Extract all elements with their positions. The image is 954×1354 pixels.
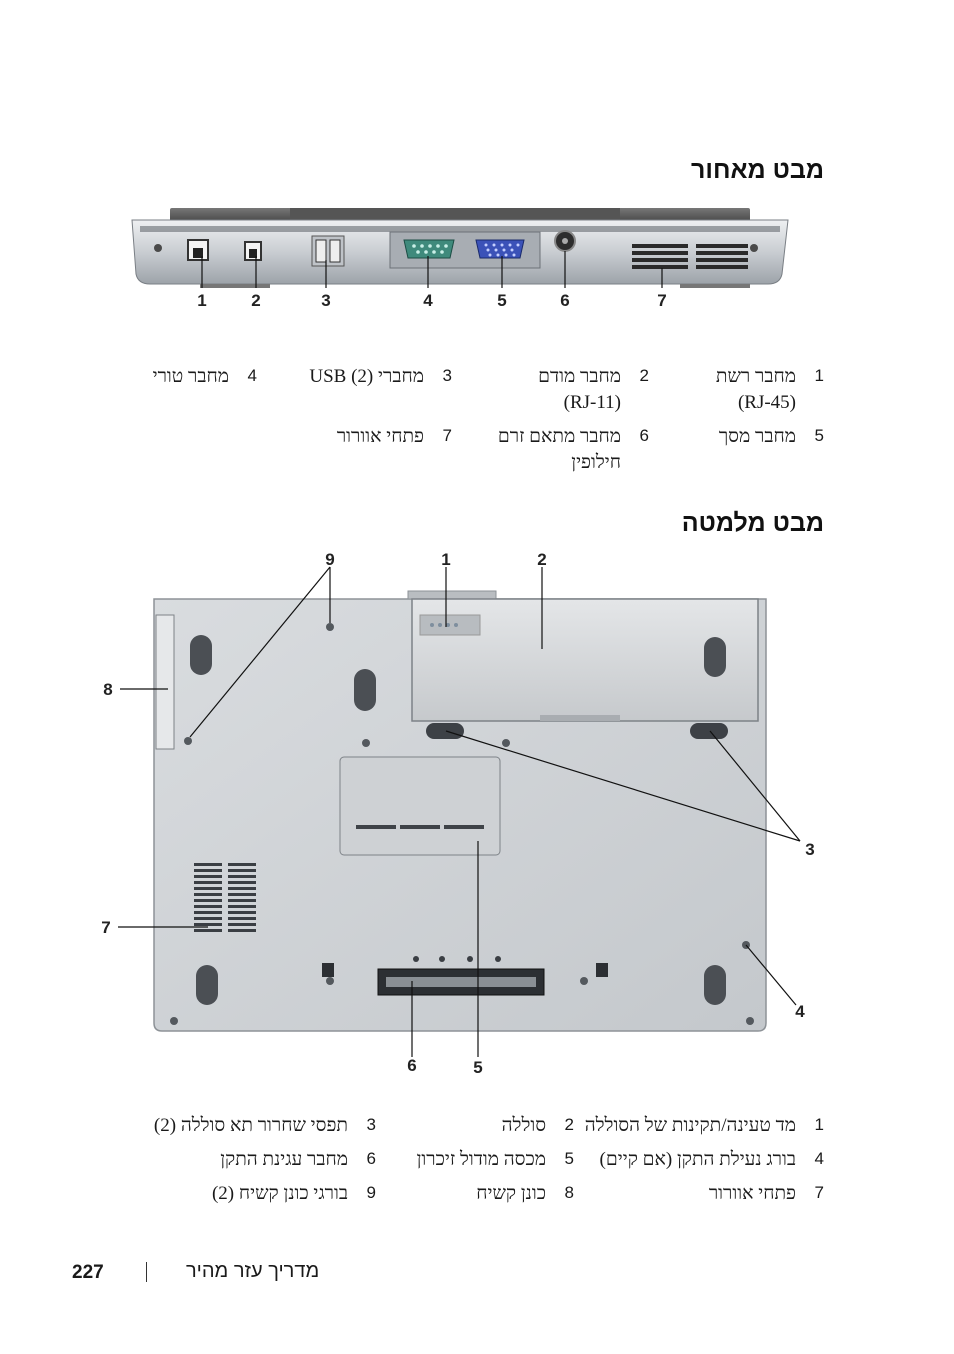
- legend-item: 7 פתחי אוורור: [282, 424, 452, 450]
- back-callout-3: 3: [321, 291, 331, 310]
- legend-number: 1: [814, 366, 824, 385]
- footer-title: מדריך עזר מהיר: [186, 1260, 320, 1282]
- legend-text: פתחי אוורור: [708, 1183, 796, 1204]
- back-callout-5: 5: [497, 291, 507, 310]
- legend-number: 2: [564, 1115, 574, 1134]
- legend-text: סוללה: [501, 1115, 546, 1136]
- legend-item: 2 מחבר מודם (RJ-11): [469, 364, 649, 416]
- bottom-callout-7: 7: [101, 918, 111, 937]
- back-callout-4: 4: [423, 291, 433, 310]
- legend-text: מחבר מודם (RJ-11): [538, 366, 621, 413]
- bottom-view-legend: 1 מד טעינה/תקינות של הסוללה 2 סוללה 3 תפ…: [124, 1113, 824, 1213]
- legend-text: מחבר רשת (RJ-45): [715, 366, 796, 413]
- legend-text: פתחי אוורור: [336, 426, 424, 447]
- legend-item: 4 מחבר טורי: [127, 364, 257, 390]
- legend-number: 5: [564, 1149, 574, 1168]
- legend-text: מחבר מתאם זרם חילופין: [497, 426, 621, 473]
- legend-text: בורג נעילת התקן (אם קיים): [599, 1149, 796, 1170]
- legend-text: מחבר טורי: [152, 366, 229, 387]
- legend-number: 7: [814, 1183, 824, 1202]
- legend-item: 5 מכסה מודול זיכרון: [374, 1147, 574, 1173]
- laptop-bottom-view-illustration: 9 1 2 8 3 7 4 6 5: [90, 545, 830, 1085]
- legend-text: תפסי שחרור תא סוללה (2): [153, 1115, 348, 1136]
- bottom-callout-6: 6: [407, 1056, 417, 1075]
- legend-item: 8 כונן קשיח: [374, 1181, 574, 1207]
- legend-item: 2 סוללה: [374, 1113, 574, 1139]
- bottom-callout-9: 9: [325, 550, 335, 569]
- bottom-view-heading: מבט מלמטה: [681, 509, 824, 537]
- back-callout-7: 7: [657, 291, 667, 310]
- legend-item: 3 תפסי שחרור תא סוללה (2): [126, 1113, 376, 1139]
- legend-number: 2: [639, 366, 649, 385]
- footer-divider: [146, 1262, 147, 1282]
- legend-number: 9: [366, 1183, 376, 1202]
- legend-text: בורגי כונן קשיח (2): [211, 1183, 348, 1204]
- legend-item: 1 מחבר רשת (RJ-45): [649, 364, 824, 416]
- bottom-callout-4: 4: [795, 1002, 805, 1021]
- legend-item: 3 מחברי USB (2): [282, 364, 452, 390]
- bottom-callout-2: 2: [537, 550, 547, 569]
- legend-text: מכסה מודול זיכרון: [416, 1149, 546, 1170]
- bottom-callout-5: 5: [473, 1058, 483, 1077]
- back-callout-1: 1: [197, 291, 207, 310]
- bottom-callout-8: 8: [103, 680, 113, 699]
- legend-item: 7 פתחי אוורור: [574, 1181, 824, 1207]
- legend-text: כונן קשיח: [476, 1183, 546, 1204]
- legend-number: 4: [247, 366, 257, 385]
- legend-item: 5 מחבר מסך: [649, 424, 824, 450]
- legend-number: 8: [564, 1183, 574, 1202]
- legend-number: 3: [442, 366, 452, 385]
- legend-item: 6 מחבר מתאם זרם חילופין: [469, 424, 649, 476]
- bottom-callout-1: 1: [441, 550, 451, 569]
- back-view-heading: מבט מאחור: [691, 156, 824, 184]
- legend-item: 1 מד טעינה/תקינות של הסוללה: [574, 1113, 824, 1139]
- legend-number: 1: [814, 1115, 824, 1134]
- legend-text: מד טעינה/תקינות של הסוללה: [584, 1115, 796, 1136]
- legend-text: מחבר מסך: [718, 426, 796, 447]
- legend-item: 4 בורג נעילת התקן (אם קיים): [574, 1147, 824, 1173]
- legend-text: מחברי USB (2): [309, 366, 424, 387]
- legend-item: 6 מחבר עגינת התקן: [126, 1147, 376, 1173]
- back-callout-2: 2: [251, 291, 261, 310]
- legend-number: 3: [366, 1115, 376, 1134]
- legend-text: מחבר עגינת התקן: [220, 1149, 348, 1170]
- legend-item: 9 בורגי כונן קשיח (2): [126, 1181, 376, 1207]
- legend-number: 6: [639, 426, 649, 445]
- legend-number: 5: [814, 426, 824, 445]
- legend-number: 7: [442, 426, 452, 445]
- legend-number: 4: [814, 1149, 824, 1168]
- bottom-callout-3: 3: [805, 840, 815, 859]
- laptop-back-view-illustration: 1 2 3 4 5 6 7: [120, 200, 800, 320]
- back-view-legend: 1 מחבר רשת (RJ-45) 2 מחבר מודם (RJ-11) 3…: [124, 364, 824, 484]
- page-number: 227: [72, 1262, 104, 1283]
- laptop-bottom-drawing: [118, 566, 801, 1057]
- back-callout-6: 6: [560, 291, 570, 310]
- laptop-back-drawing: [131, 208, 789, 288]
- legend-number: 6: [366, 1149, 376, 1168]
